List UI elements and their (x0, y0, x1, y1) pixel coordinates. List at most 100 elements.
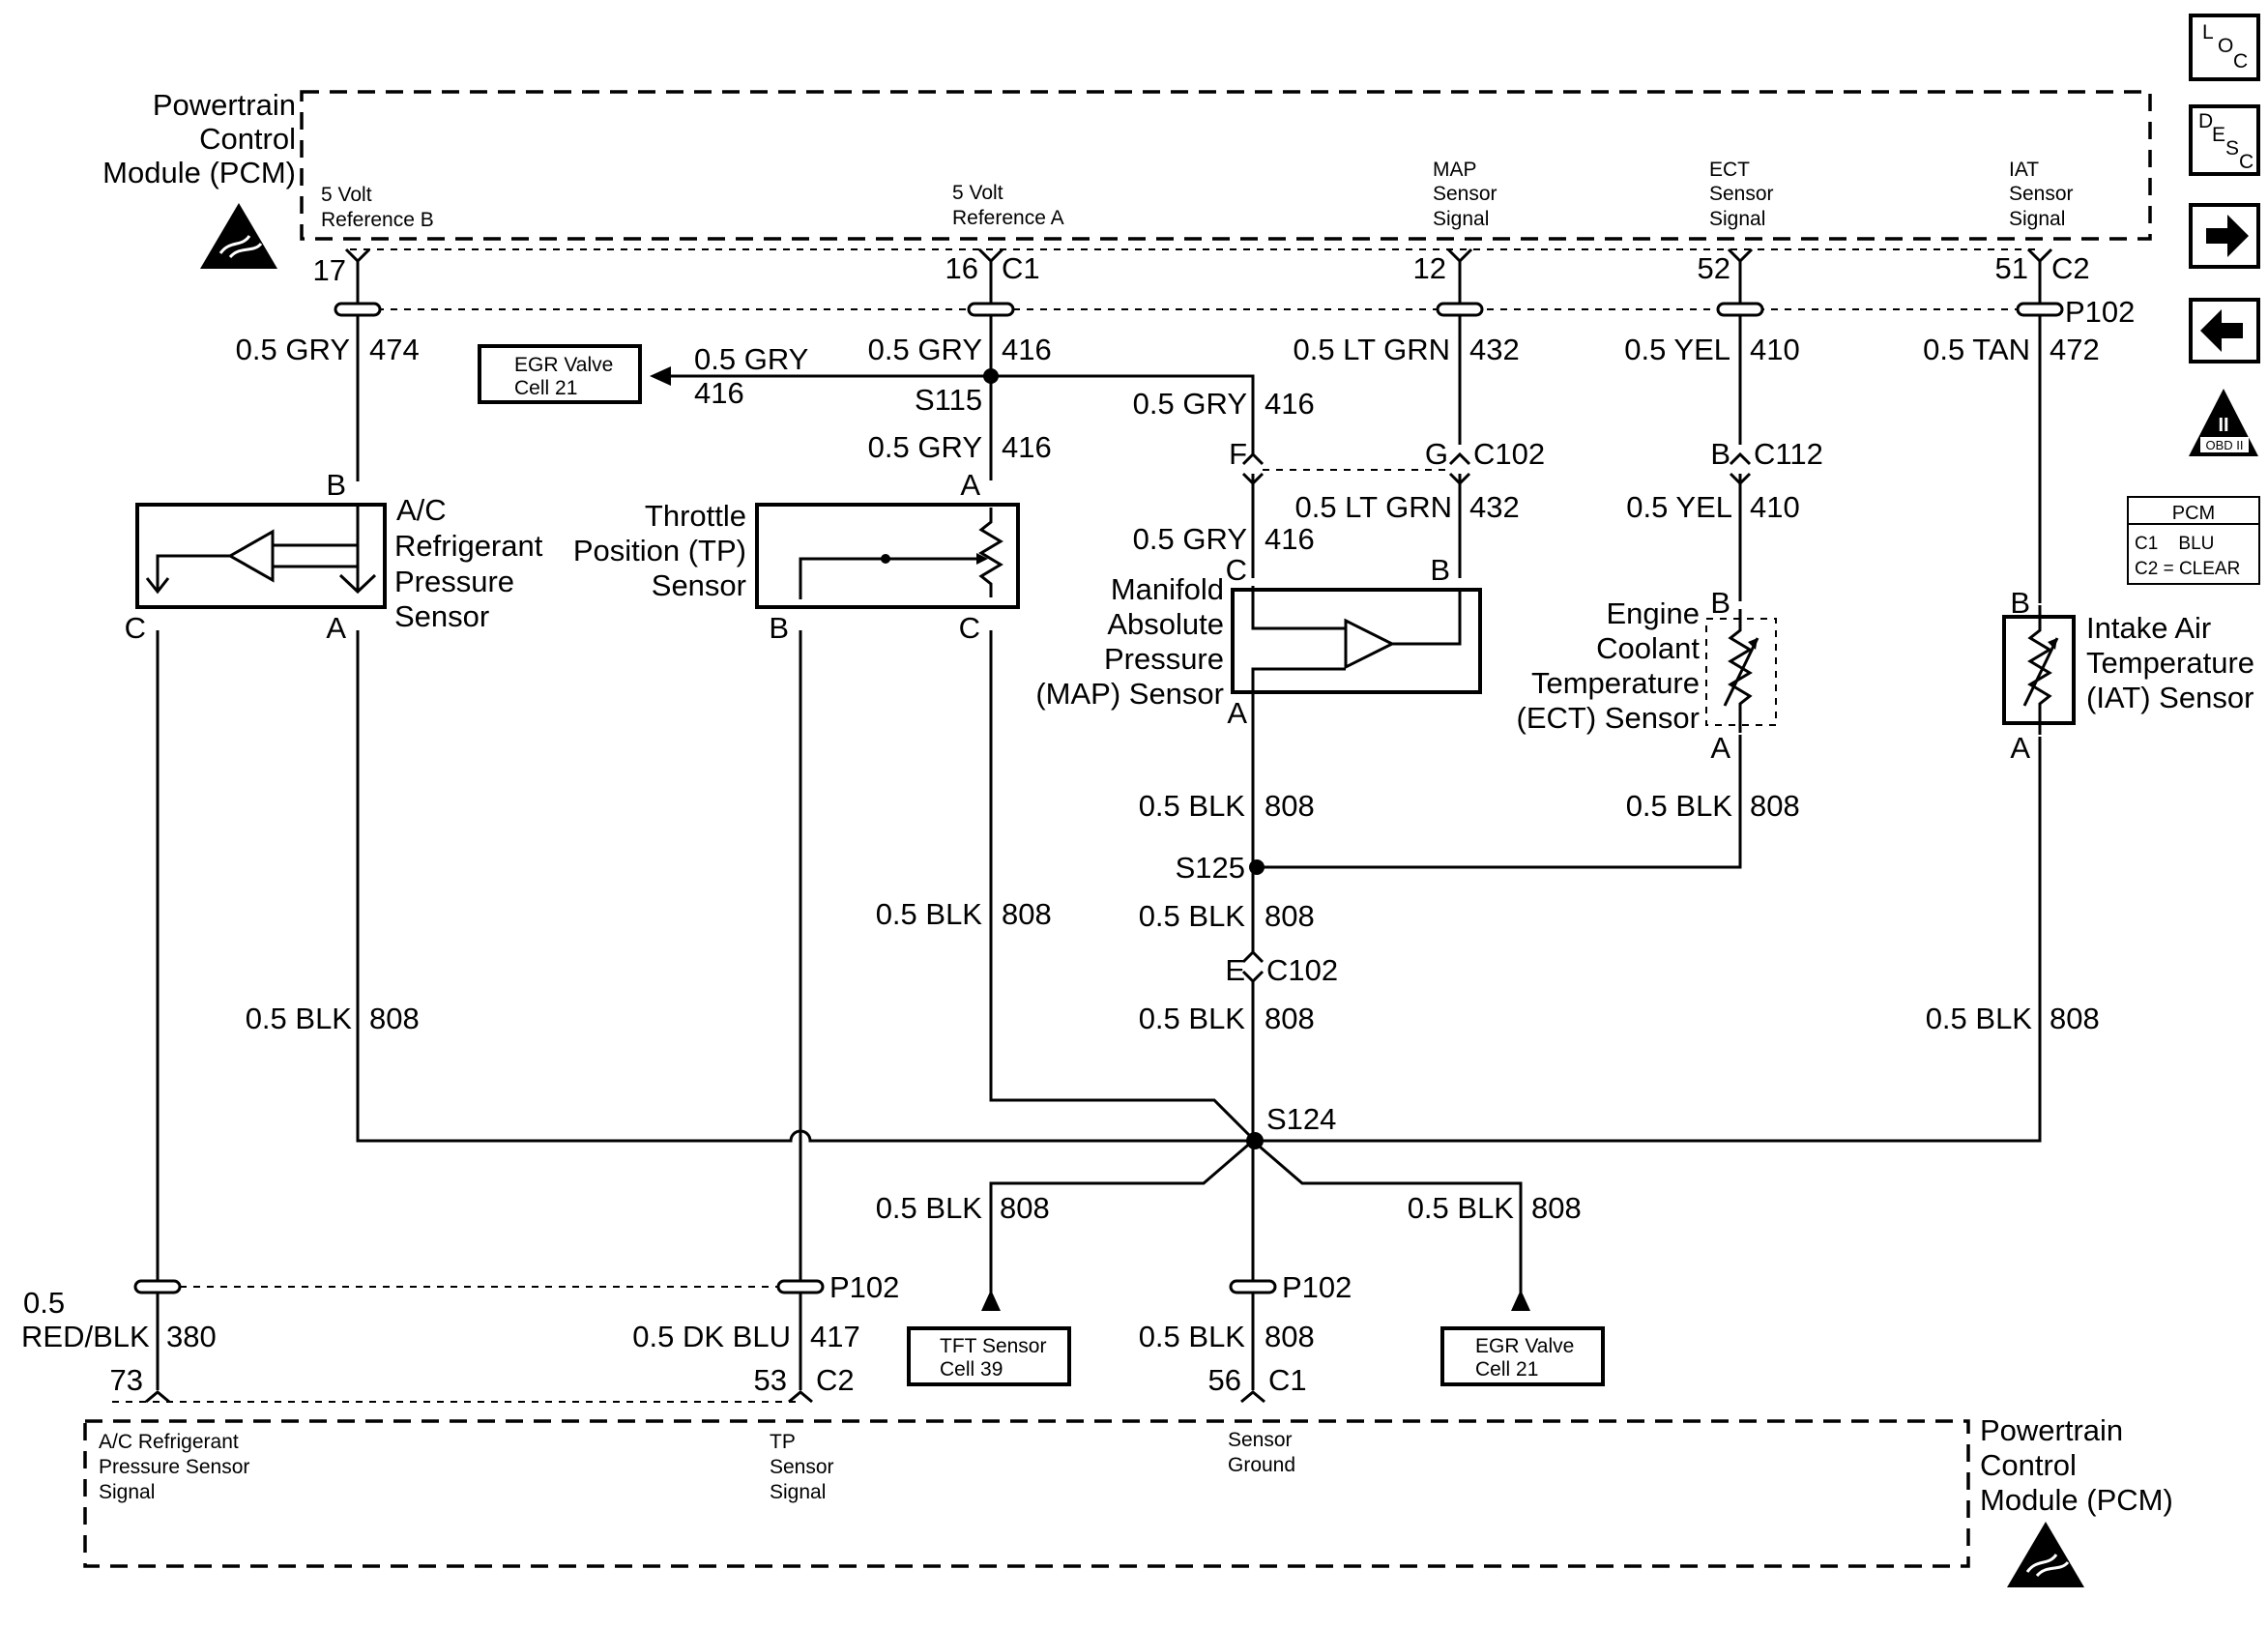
wire-416-egr-number: 416 (694, 376, 744, 410)
wire-808-number-3: 808 (1002, 897, 1052, 931)
pcm-top-title-3: Module (PCM) (102, 156, 296, 189)
ect-terminal-a: A (1710, 731, 1730, 765)
wire-417-number: 417 (810, 1320, 860, 1353)
tp-terminal-a: A (960, 468, 980, 502)
ac-terminal-a: A (326, 611, 346, 645)
circuit-label-vref-b-2: Reference B (321, 209, 434, 231)
wire-416-number-3: 416 (1265, 387, 1315, 421)
circuit-label-vref-a-1: 5 Volt (952, 182, 1003, 204)
circuit-label-gnd-2: Ground (1228, 1454, 1295, 1476)
desc-letter-c: C (2239, 151, 2253, 173)
tp-label-1: Throttle (645, 499, 746, 533)
wire-808-number-9: 808 (1531, 1191, 1582, 1225)
ref-egr-top-2: Cell 21 (514, 377, 577, 399)
terminal-f: F (1229, 437, 1247, 471)
pin-73: 73 (110, 1363, 143, 1397)
prev-page-button[interactable] (2189, 298, 2260, 363)
splice-s125-label: S125 (1176, 851, 1245, 885)
map-label-4: (MAP) Sensor (1035, 677, 1224, 711)
connector-c2-top: C2 (2051, 251, 2090, 285)
wire-808-color-1: 0.5 BLK (1139, 789, 1246, 823)
ac-label-3: Pressure (394, 565, 514, 598)
wire-410-color-2: 0.5 YEL (1626, 490, 1732, 524)
wire-432-color-1: 0.5 LT GRN (1293, 333, 1450, 366)
pcm-top-title-2: Control (199, 122, 296, 156)
ac-terminal-c: C (125, 611, 146, 645)
pin-51: 51 (1995, 251, 2028, 285)
wire-432-color-2: 0.5 LT GRN (1294, 490, 1452, 524)
loc-letter-o: O (2218, 35, 2233, 57)
tp-label-3: Sensor (652, 568, 746, 602)
legend-c2: C2 = CLEAR (2135, 559, 2240, 579)
pin-52: 52 (1698, 251, 1730, 285)
circuit-label-vref-a-2: Reference A (952, 207, 1064, 229)
ref-tft[interactable]: TFT Sensor Cell 39 (907, 1326, 1071, 1386)
wire-410-number-2: 410 (1750, 490, 1800, 524)
circuit-label-map-2: Sensor (1433, 183, 1497, 205)
legend-title: PCM (2172, 503, 2215, 524)
desc-letter-d: D (2198, 110, 2213, 132)
wire-410-color-1: 0.5 YEL (1624, 333, 1730, 366)
desc-letter-s: S (2225, 137, 2239, 160)
loc-letter-l: L (2202, 21, 2214, 44)
pcm-top-title-1: Powertrain (153, 88, 296, 122)
next-page-button[interactable] (2189, 203, 2260, 269)
pcm-top: Powertrain Control Module (PCM) 5 Volt R… (102, 88, 2152, 269)
splice-s124-dot (1246, 1132, 1264, 1149)
ac-pressure-sensor: B C A A/C Refrigerant Pressure Sensor (125, 468, 543, 645)
wire-472-color: 0.5 TAN (1923, 333, 2030, 366)
connector-c102-e: C102 (1266, 953, 1338, 987)
desc-button[interactable]: D E S C (2189, 104, 2260, 176)
circuit-label-ect-3: Signal (1709, 208, 1765, 230)
pcm-bottom-title-1: Powertrain (1980, 1413, 2123, 1447)
wire-808-number-2: 808 (1750, 789, 1800, 823)
pin-17: 17 (313, 253, 346, 287)
connector-c112: C112 (1754, 437, 1823, 471)
ect-label-4: (ECT) Sensor (1517, 701, 1700, 735)
wire-416-color-4: 0.5 GRY (1133, 522, 1247, 556)
splice-s115-label: S115 (915, 383, 982, 417)
wire-808-number-10: 808 (1265, 1320, 1315, 1353)
map-terminal-b: B (1430, 553, 1450, 587)
arrow-left-icon (2200, 309, 2243, 352)
wire-380-color-2: RED/BLK (21, 1320, 150, 1353)
circuit-label-iat-2: Sensor (2009, 183, 2074, 205)
terminal-e: E (1225, 953, 1245, 987)
pin-12: 12 (1413, 251, 1446, 285)
ref-egr-bottom[interactable]: EGR Valve Cell 21 (1440, 1326, 1605, 1386)
tp-terminal-b: B (769, 611, 789, 645)
splice-s124-label: S124 (1266, 1102, 1336, 1136)
obd-ii-button[interactable]: II OBD II (2189, 389, 2258, 456)
tp-label-2: Position (TP) (573, 534, 746, 567)
connector-p102-top: P102 (2065, 295, 2135, 329)
tp-terminal-c: C (959, 611, 980, 645)
circuit-label-iat-3: Signal (2009, 208, 2065, 230)
ect-label-1: Engine (1606, 596, 1700, 630)
wire-416-number-4: 416 (1265, 522, 1315, 556)
loc-button[interactable]: L O C (2189, 14, 2260, 81)
connector-c2-bottom: C2 (816, 1363, 855, 1397)
desc-letter-e: E (2212, 124, 2225, 146)
pin-16: 16 (945, 251, 978, 285)
map-terminal-a: A (1227, 696, 1247, 730)
ac-label-2: Refrigerant (394, 529, 543, 563)
connector-c1-top: C1 (1002, 251, 1040, 285)
arrow-to-egr-top-icon (650, 366, 671, 386)
connector-p102-tp: P102 (829, 1270, 899, 1304)
wire-416-egr-color: 0.5 GRY (694, 342, 808, 376)
ref-egr-bottom-1: EGR Valve (1475, 1335, 1574, 1357)
circuit-label-ect-2: Sensor (1709, 183, 1774, 205)
wire-808-color-6: 0.5 BLK (246, 1002, 353, 1035)
circuit-label-map-1: MAP (1433, 159, 1477, 181)
obd-numeral: II (2218, 415, 2228, 436)
wire-808-color-2: 0.5 BLK (1626, 789, 1733, 823)
circuit-label-vref-b-1: 5 Volt (321, 184, 372, 206)
iat-label-3: (IAT) Sensor (2086, 681, 2253, 714)
circuit-label-ac-2: Pressure Sensor (99, 1456, 249, 1478)
ref-egr-top[interactable]: EGR Valve Cell 21 (478, 344, 642, 404)
iat-terminal-b: B (2010, 586, 2030, 620)
map-label-1: Manifold (1111, 572, 1224, 606)
iat-label-1: Intake Air (2086, 611, 2211, 645)
tp-sensor: A B C Throttle Position (TP) Sensor (573, 468, 1020, 645)
